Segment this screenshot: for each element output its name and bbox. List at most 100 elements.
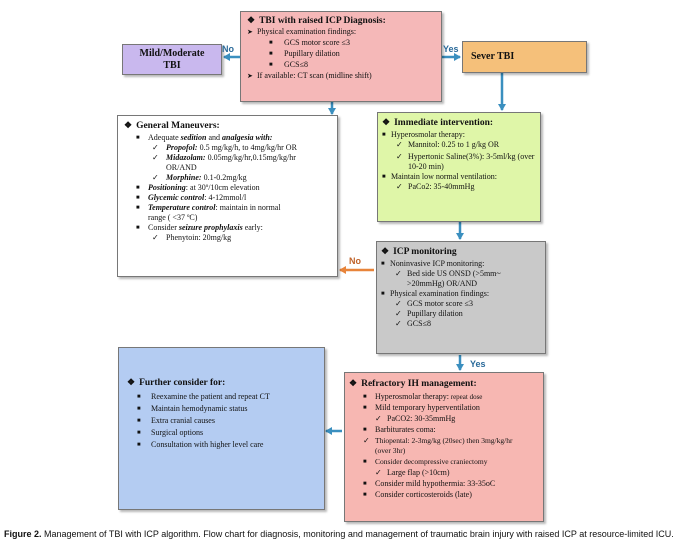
list-item: ✓Propofol: 0.5 mg/kg/h, to 4mg/kg/hr OR bbox=[152, 143, 297, 152]
label-no-mild: No bbox=[222, 44, 234, 54]
square-bullet-icon: ■ bbox=[137, 442, 141, 448]
square-bullet-icon: ■ bbox=[363, 492, 367, 498]
figure-caption: Figure 2. Management of TBI with ICP alg… bbox=[4, 528, 690, 540]
caption-text: Management of TBI with ICP algorithm. Fl… bbox=[41, 529, 674, 539]
square-bullet-icon: ■ bbox=[269, 51, 273, 57]
immediate-intervention-box: ❖Immediate intervention: ■Hyperosmolar t… bbox=[377, 112, 541, 222]
refractory-title: Refractory IH management: bbox=[361, 379, 477, 389]
list-item: ✓Thiopental: 2-3mg/kg (20sec) then 3mg/k… bbox=[363, 436, 513, 445]
list-item: ➤If available: CT scan (midline shift) bbox=[247, 71, 372, 80]
list-item: ■Consider corticosteroids (late) bbox=[363, 490, 472, 499]
refractory-ih-box: ❖Refractory IH management: ■Hyperosmolar… bbox=[344, 372, 544, 522]
list-item: ■Hyperosmolar therapy: bbox=[382, 130, 465, 139]
checkmark-icon: ✓ bbox=[396, 152, 403, 161]
list-item: ✓PaCO2: 30-35mmHg bbox=[375, 414, 456, 423]
square-bullet-icon: ■ bbox=[381, 261, 385, 267]
checkmark-icon: ✓ bbox=[152, 233, 159, 242]
diamond-bullet-icon: ❖ bbox=[382, 117, 391, 127]
list-item: ■Consider seizure prophylaxis early: bbox=[136, 223, 263, 232]
square-bullet-icon: ■ bbox=[382, 174, 386, 180]
list-item: ✓Midazolam: 0.05mg/kg/hr,0.15mg/kg/hr bbox=[152, 153, 296, 162]
list-item: ■Barbiturates coma: bbox=[363, 425, 436, 434]
list-item: ✓Hypertonic Saline(3%): 3-5ml/kg (over bbox=[396, 152, 535, 161]
diamond-bullet-icon: ❖ bbox=[381, 246, 390, 256]
square-bullet-icon: ■ bbox=[136, 205, 140, 211]
monitoring-title: ICP monitoring bbox=[393, 247, 457, 257]
checkmark-icon: ✓ bbox=[395, 269, 402, 278]
diamond-bullet-icon: ❖ bbox=[349, 378, 358, 388]
list-item: ✓GCS≤8 bbox=[395, 319, 431, 328]
mild-moderate-box: Mild/Moderate TBI bbox=[122, 44, 222, 75]
square-bullet-icon: ■ bbox=[137, 430, 141, 436]
severe-tbi-box: Sever TBI bbox=[462, 41, 587, 73]
checkmark-icon: ✓ bbox=[363, 436, 370, 445]
square-bullet-icon: ■ bbox=[137, 406, 141, 412]
diamond-bullet-icon: ❖ bbox=[127, 377, 136, 387]
list-item: ■GCS motor score ≤3 bbox=[269, 38, 350, 47]
checkmark-icon: ✓ bbox=[395, 319, 402, 328]
square-bullet-icon: ■ bbox=[137, 394, 141, 400]
square-bullet-icon: ■ bbox=[363, 394, 367, 400]
list-item: ■Hyperosmolar therapy: repeat dose bbox=[363, 392, 483, 401]
list-item: ➤Physical examination findings: bbox=[247, 27, 357, 36]
checkmark-icon: ✓ bbox=[396, 140, 403, 149]
checkmark-icon: ✓ bbox=[375, 414, 382, 423]
diamond-bullet-icon: ❖ bbox=[124, 120, 133, 130]
list-item: ■Adequate sedition and analgesia with: bbox=[136, 133, 273, 142]
list-item: ■Extra cranial causes bbox=[137, 416, 215, 425]
diagnosis-box: ❖TBI with raised ICP Diagnosis: ➤Physica… bbox=[240, 11, 442, 102]
list-item: ■Glycemic control: 4-12mmol/l bbox=[136, 193, 247, 202]
label-yes-monitoring: Yes bbox=[470, 359, 486, 369]
square-bullet-icon: ■ bbox=[269, 62, 273, 68]
general-title: General Maneuvers: bbox=[136, 121, 220, 131]
list-item: ✓Mannitol: 0.25 to 1 g/kg OR bbox=[396, 140, 500, 149]
square-bullet-icon: ■ bbox=[363, 427, 367, 433]
list-item: ■Temperature control: maintain in normal bbox=[136, 203, 281, 212]
list-item: ■Consider mild hypothermia: 33-35oC bbox=[363, 479, 496, 488]
caption-label: Figure 2. bbox=[4, 529, 42, 539]
checkmark-icon: ✓ bbox=[395, 309, 402, 318]
list-item: ■Maintain hemodynamic status bbox=[137, 404, 248, 413]
list-item: ■Mild temporary hyperventilation bbox=[363, 403, 480, 412]
checkmark-icon: ✓ bbox=[396, 182, 403, 191]
list-item: ■Consider decompressive craniectomy bbox=[363, 457, 488, 466]
checkmark-icon: ✓ bbox=[152, 173, 159, 182]
diagnosis-title: TBI with raised ICP Diagnosis: bbox=[259, 16, 386, 26]
list-item: ✓Large flap (>10cm) bbox=[375, 468, 450, 477]
square-bullet-icon: ■ bbox=[136, 225, 140, 231]
square-bullet-icon: ■ bbox=[136, 135, 140, 141]
diamond-bullet-icon: ❖ bbox=[247, 15, 256, 25]
list-item: ■Surgical options bbox=[137, 428, 204, 437]
checkmark-icon: ✓ bbox=[395, 299, 402, 308]
further-title: Further consider for: bbox=[139, 378, 226, 388]
label-yes-severe: Yes bbox=[443, 44, 459, 54]
mild-moderate-line1: Mild/Moderate bbox=[139, 48, 205, 59]
list-item: ■Reexamine the patient and repeat CT bbox=[137, 392, 270, 401]
square-bullet-icon: ■ bbox=[382, 132, 386, 138]
square-bullet-icon: ■ bbox=[363, 405, 367, 411]
checkmark-icon: ✓ bbox=[375, 468, 382, 477]
arrow-bullet-icon: ➤ bbox=[247, 72, 253, 80]
list-item: ■Maintain low normal ventilation: bbox=[382, 172, 497, 181]
list-item: ■Positioning: at 30º/10cm elevation bbox=[136, 183, 260, 192]
severe-tbi-label: Sever TBI bbox=[471, 51, 515, 62]
list-item: ✓GCS motor score ≤3 bbox=[395, 299, 473, 308]
square-bullet-icon: ■ bbox=[381, 291, 385, 297]
list-item: ✓Phenytoin: 20mg/kg bbox=[152, 233, 232, 242]
mild-moderate-line2: TBI bbox=[163, 60, 181, 71]
list-item: ✓PaCo2: 35-40mmHg bbox=[396, 182, 475, 191]
list-item: ■Consultation with higher level care bbox=[137, 440, 264, 449]
list-item: ✓Pupillary dilation bbox=[395, 309, 463, 318]
list-item: ■Physical examination findings: bbox=[381, 289, 490, 298]
list-item: ✓Bed side US ONSD (>5mm~ bbox=[395, 269, 501, 278]
immediate-title: Immediate intervention: bbox=[394, 118, 494, 128]
label-no-monitoring: No bbox=[349, 256, 361, 266]
square-bullet-icon: ■ bbox=[136, 195, 140, 201]
checkmark-icon: ✓ bbox=[152, 153, 159, 162]
square-bullet-icon: ■ bbox=[136, 185, 140, 191]
square-bullet-icon: ■ bbox=[363, 481, 367, 487]
list-item: ✓Morphine: 0.1-0.2mg/kg bbox=[152, 173, 247, 182]
list-item: ■Pupillary dilation bbox=[269, 49, 340, 58]
arrow-bullet-icon: ➤ bbox=[247, 28, 253, 36]
